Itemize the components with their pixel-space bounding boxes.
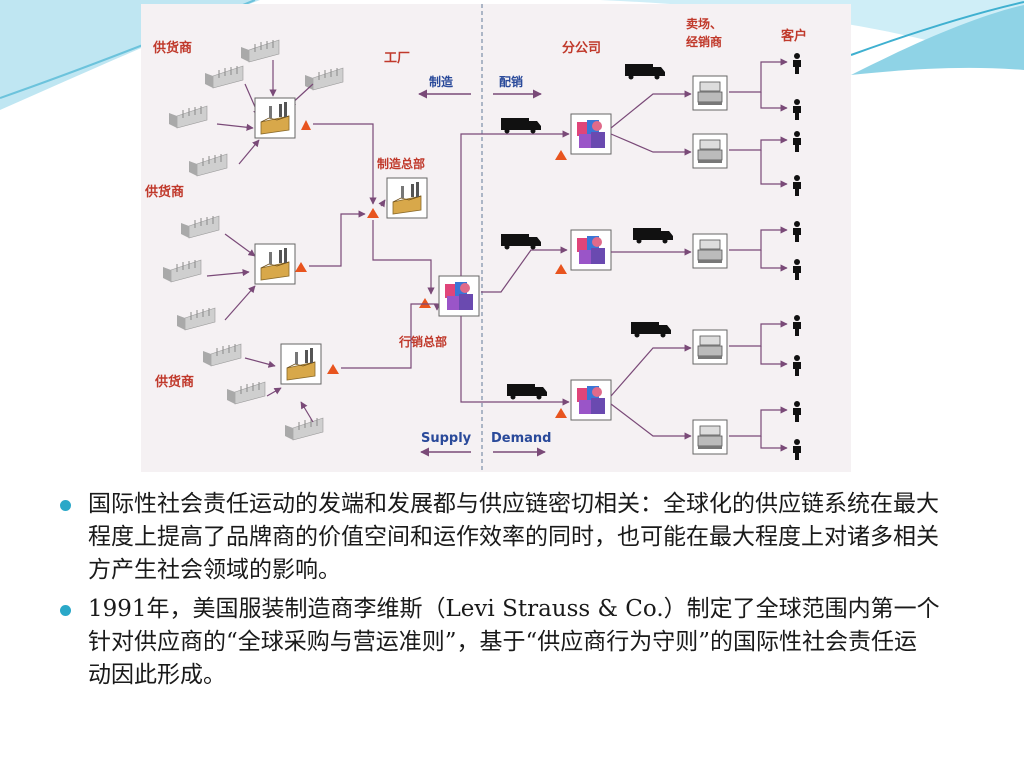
bullet-dot-icon xyxy=(60,605,71,616)
truck-icon xyxy=(507,384,547,400)
bullet-text: 国际性社会责任运动的发端和发展都与供应链密切相关：全球化的供应链系统在最大程度上… xyxy=(88,491,939,583)
store-customer-arrows xyxy=(729,58,788,452)
marketing-hq-branch-icon xyxy=(438,275,480,317)
customer-icon xyxy=(793,99,801,120)
customer-icon xyxy=(793,355,801,376)
bullet-item: 1991年，美国服装制造商李维斯（Levi Strauss & Co.）制定了全… xyxy=(58,593,958,692)
supplier-label: 供货商 xyxy=(144,184,184,200)
supplier-label: 供货商 xyxy=(154,374,194,390)
distribution-arrow-label: 配销 xyxy=(499,74,523,89)
customer-icon xyxy=(793,439,801,460)
truck-icon xyxy=(501,234,541,250)
factory-label: 工厂 xyxy=(384,51,410,66)
supplier-warehouse-icon xyxy=(284,417,324,441)
supply-chain-diagram: 工厂 制造 配销 分公司 卖场、 经销商 客户 供货商 供货商 供货商 制造总部 xyxy=(141,4,851,472)
customer-icon xyxy=(793,131,801,152)
supplier-warehouse-icon xyxy=(162,259,202,283)
supplier-label: 供货商 xyxy=(152,40,192,56)
truck-icon xyxy=(625,64,665,80)
factory-flow-arrows xyxy=(309,123,441,369)
branch-icon xyxy=(570,113,612,155)
manufacturing-hq-label: 制造总部 xyxy=(377,156,425,171)
customer-icon xyxy=(793,221,801,242)
cash-register-icon xyxy=(692,329,728,365)
supplier-warehouse-icon xyxy=(168,105,208,129)
factory-icon xyxy=(280,343,322,385)
inventory-triangles xyxy=(295,120,567,418)
cash-register-icon xyxy=(692,133,728,169)
supplier-warehouse-icon xyxy=(240,39,280,63)
bullet-item: 国际性社会责任运动的发端和发展都与供应链密切相关：全球化的供应链系统在最大程度上… xyxy=(58,488,958,587)
truck-icon xyxy=(631,322,671,338)
supplier-warehouse-icon xyxy=(204,65,244,89)
supplier-warehouse-icon xyxy=(180,215,220,239)
demand-label: Demand xyxy=(491,431,552,446)
factory-icon xyxy=(254,243,296,285)
branch-store-arrows xyxy=(610,90,692,440)
top-right-swoosh-line xyxy=(850,1,1024,56)
customer-icon xyxy=(793,53,801,74)
branch-icon xyxy=(570,379,612,421)
top-right-swoosh xyxy=(600,0,1024,70)
cash-register-icon xyxy=(692,419,728,455)
cash-register-icon xyxy=(692,75,728,111)
truck-icon xyxy=(633,228,673,244)
customer-icon xyxy=(793,175,801,196)
supplier-arrows xyxy=(206,60,314,423)
top-right-swoosh-2 xyxy=(851,5,1024,75)
manufacturing-hq-factory-icon xyxy=(386,177,428,219)
branch-label: 分公司 xyxy=(562,40,601,56)
supplier-warehouse-icon xyxy=(202,343,242,367)
bullet-list: 国际性社会责任运动的发端和发展都与供应链密切相关：全球化的供应链系统在最大程度上… xyxy=(58,488,958,698)
customer-icon xyxy=(793,259,801,280)
factory-icon xyxy=(254,97,296,139)
customer-label: 客户 xyxy=(781,28,807,44)
supply-label: Supply xyxy=(421,431,472,446)
store-label-line2: 经销商 xyxy=(686,34,722,49)
truck-icon xyxy=(501,118,541,134)
supplier-warehouse-icon xyxy=(176,307,216,331)
supplier-warehouse-icon xyxy=(188,153,228,177)
marketing-hq-label: 行销总部 xyxy=(398,334,447,349)
branch-icon xyxy=(570,229,612,271)
customer-icon xyxy=(793,315,801,336)
top-left-swoosh xyxy=(0,0,260,110)
supplier-warehouse-icon xyxy=(226,381,266,405)
bullet-dot-icon xyxy=(60,500,71,511)
bullet-text: 1991年，美国服装制造商李维斯（Levi Strauss & Co.）制定了全… xyxy=(88,596,940,688)
manufacturing-arrow-label: 制造 xyxy=(429,74,454,89)
customer-icon xyxy=(793,401,801,422)
cash-register-icon xyxy=(692,233,728,269)
distribution-arrows xyxy=(460,130,570,406)
store-label-line1: 卖场、 xyxy=(686,16,722,31)
